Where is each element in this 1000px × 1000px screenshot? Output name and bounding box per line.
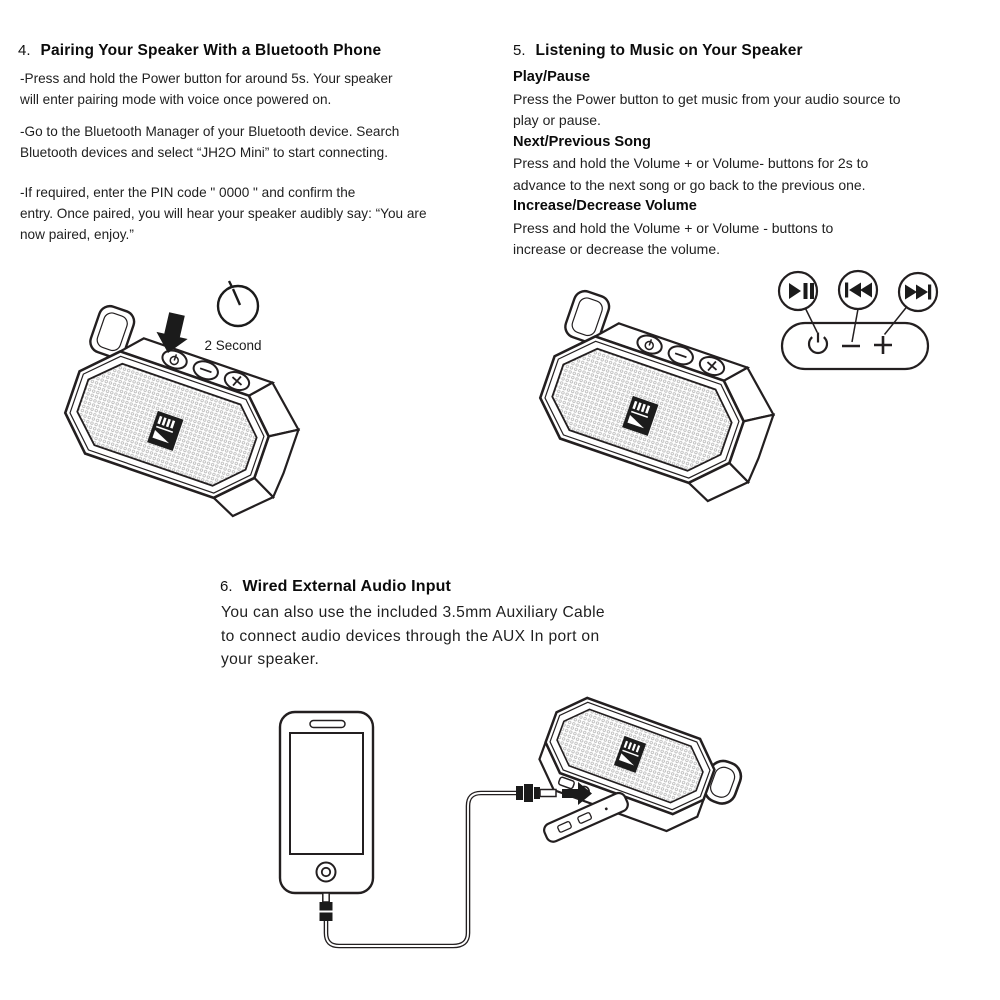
section-heading: 6. Wired External Audio Input xyxy=(220,577,740,597)
section-listening: 5. Listening to Music on Your Speaker Pl… xyxy=(513,41,1000,261)
phone-screen xyxy=(289,732,364,855)
controls-diagram xyxy=(777,269,939,371)
section-title: Wired External Audio Input xyxy=(242,578,452,595)
section-heading: 4. Pairing Your Speaker With a Bluetooth… xyxy=(18,41,500,61)
speaker-top-illustration xyxy=(538,696,743,833)
aux-plug-icon xyxy=(319,892,333,921)
subheading-next-previous: Next/Previous Song xyxy=(513,133,651,150)
brand-logo xyxy=(613,735,647,773)
aux-connection-illustration xyxy=(278,696,743,949)
play-pause-icon xyxy=(789,283,814,299)
subheading-play-pause: Play/Pause xyxy=(513,69,591,85)
paragraph: Press and hold the Volume + or Volume - … xyxy=(513,219,834,258)
connector-line xyxy=(851,308,859,343)
paragraph: Press the Power button to get music from… xyxy=(513,90,901,129)
section-number: 5. xyxy=(513,42,526,59)
aux-cable xyxy=(323,790,518,949)
section-title: Listening to Music on Your Speaker xyxy=(535,42,803,59)
paragraph: -Press and hold the Power button for aro… xyxy=(20,71,393,107)
phone-earpiece xyxy=(309,719,346,729)
pairing-speaker-illustration: 2 Second xyxy=(49,280,319,529)
port-flap xyxy=(543,791,629,843)
stopwatch-icon xyxy=(216,280,260,328)
listening-speaker-illustration xyxy=(524,286,794,514)
section-number: 4. xyxy=(18,42,31,59)
paragraph: -If required, enter the PIN code " 0000 … xyxy=(20,185,427,242)
timer-label: 2 Second xyxy=(204,338,261,353)
section-pairing: 4. Pairing Your Speaker With a Bluetooth… xyxy=(18,41,500,245)
section-heading: 5. Listening to Music on Your Speaker xyxy=(513,41,1000,61)
phone-illustration xyxy=(278,710,375,895)
aux-plug-icon xyxy=(516,784,557,802)
paragraph: -Go to the Bluetooth Manager of your Blu… xyxy=(20,124,400,160)
power-icon xyxy=(807,332,829,355)
paragraph: You can also use the included 3.5mm Auxi… xyxy=(221,604,605,668)
next-track-icon xyxy=(905,284,932,300)
section-title: Pairing Your Speaker With a Bluetooth Ph… xyxy=(40,42,382,59)
previous-track-icon xyxy=(845,282,872,298)
paragraph: Press and hold the Volume + or Volume- b… xyxy=(513,155,869,193)
speaker-illustration xyxy=(49,301,319,529)
press-arrow-icon xyxy=(562,782,592,805)
connector-line xyxy=(804,307,818,333)
volume-plus-icon xyxy=(874,336,892,354)
speaker-illustration xyxy=(524,286,794,514)
subheading-volume: Increase/Decrease Volume xyxy=(513,198,697,214)
section-number: 6. xyxy=(220,578,233,595)
connector-line xyxy=(883,306,908,335)
section-wired-aux: 6. Wired External Audio Input You can al… xyxy=(220,577,740,672)
press-arrow-icon xyxy=(156,312,188,353)
